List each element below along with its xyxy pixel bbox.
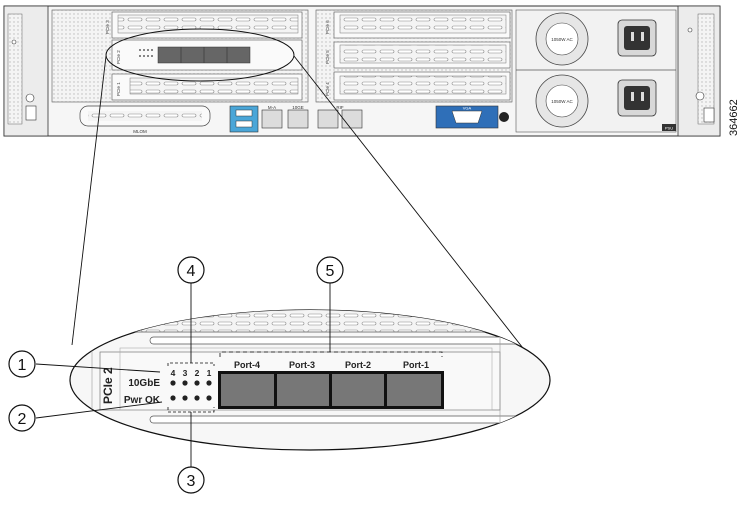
- port-3-label: Port-3: [289, 360, 315, 370]
- usb-ports: [229, 105, 259, 133]
- pcie2-label: PCIe 2: [116, 50, 121, 64]
- led-pwr-ok-label: Pwr OK: [124, 395, 161, 406]
- callout-3: 3: [177, 412, 205, 494]
- callout-number: 5: [326, 263, 335, 280]
- vga-port: VGA: [435, 106, 509, 129]
- sfp-port-1: [387, 374, 441, 406]
- pcie-slot-5: PCIe 5: [325, 41, 511, 69]
- power-supply-bay: 1050W AC 1050W AC PSU: [515, 9, 677, 133]
- status-led: [206, 395, 212, 401]
- pcie-slot-4: PCIe 4: [325, 71, 511, 101]
- pcie6-label: PCIe 6: [325, 20, 330, 34]
- port-4-label: Port-4: [234, 360, 260, 370]
- status-led: [194, 395, 200, 401]
- link-led: [182, 380, 188, 386]
- led-number: 3: [183, 368, 188, 378]
- psu-tag: PSU: [665, 126, 673, 131]
- figure-id: 364662: [728, 99, 740, 136]
- led-10gbe-label: 10GbE: [128, 378, 160, 389]
- psu-top-rating: 1050W AC: [551, 37, 573, 42]
- psu-bottom: 1050W AC: [535, 74, 657, 128]
- psu-top: 1050W AC: [535, 12, 657, 66]
- pcie-slot-3: PCIe 3: [105, 11, 303, 39]
- led-number: 2: [195, 368, 200, 378]
- pcie5-label: PCIe 5: [325, 50, 330, 64]
- callout-1: 1: [8, 350, 161, 378]
- status-led: [182, 395, 188, 401]
- port-10g-label: 10GE: [292, 105, 304, 110]
- status-led: [170, 395, 176, 401]
- callout-number: 1: [18, 357, 27, 374]
- server-rear-panel: PCIe 3 PCIe 2 PCIe 1: [3, 5, 721, 137]
- callout-number: 2: [18, 411, 27, 428]
- pcie1-label: PCIe 1: [116, 82, 121, 96]
- callout-number: 3: [187, 473, 196, 490]
- port-rif-label: RIF: [336, 105, 344, 110]
- highlight-ellipse: [105, 28, 295, 82]
- port-mlan-label: M-A: [268, 105, 276, 110]
- pcie3-label: PCIe 3: [105, 20, 110, 34]
- psu-bottom-rating: 1050W AC: [551, 99, 573, 104]
- sfp-port-4: [221, 374, 274, 406]
- pcie-slot-2: PCIe 2: [111, 39, 303, 71]
- detail-view: PCIe 2 10GbE Pwr OK 4 3 2 1 Port-4 Port-…: [69, 309, 551, 451]
- led-number: 1: [207, 368, 212, 378]
- pcie4-label: PCIe 4: [325, 82, 330, 96]
- detail-slot-label: PCIe 2: [101, 367, 115, 404]
- link-led: [206, 380, 212, 386]
- mini-led-grid: [139, 49, 153, 57]
- id-button-icon: [499, 112, 509, 122]
- mlom-slot: MLOM: [79, 105, 211, 134]
- port-1-label: Port-1: [403, 360, 429, 370]
- sfp-port-cages: [218, 371, 444, 409]
- vga-label: VGA: [463, 106, 472, 111]
- sfp-port-2: [332, 374, 384, 406]
- sfp-port-3: [277, 374, 329, 406]
- mlom-label: MLOM: [133, 129, 147, 134]
- bracket-ports: [219, 351, 443, 357]
- led-matrix: [170, 380, 212, 401]
- callout-number: 4: [187, 263, 196, 280]
- callout-4: 4: [177, 256, 205, 363]
- callout-5: 5: [316, 256, 344, 352]
- link-led: [170, 380, 176, 386]
- callout-2: 2: [8, 401, 163, 432]
- led-number: 4: [171, 368, 176, 378]
- pcie-slot-1: PCIe 1: [111, 73, 303, 101]
- pcie-slot-6: PCIe 6: [325, 11, 511, 39]
- link-led: [194, 380, 200, 386]
- port-2-label: Port-2: [345, 360, 371, 370]
